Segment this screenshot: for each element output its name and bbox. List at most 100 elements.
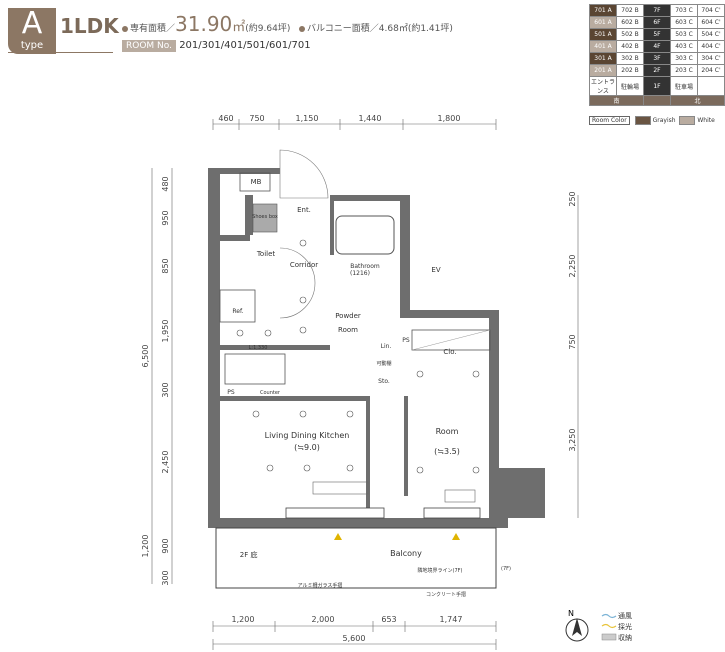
- label-counter: Counter: [260, 390, 281, 396]
- dim-bottom-2: 2,000: [312, 615, 335, 624]
- label-corridor: Corridor: [290, 261, 318, 269]
- north-arrow-icon: [572, 618, 582, 636]
- dim-right-3: 750: [568, 334, 577, 349]
- dim-left-3: 850: [161, 258, 170, 273]
- area-spec: 専有面積／31.90㎡(約9.64坪) バルコニー面積／4.68㎡(約1.41坪…: [122, 12, 453, 36]
- storage-icon: [601, 633, 617, 641]
- dim-left-8: 900: [161, 538, 170, 553]
- top-dimension-lines: [151, 119, 579, 650]
- closet: [411, 329, 491, 351]
- grayish-swatch: [634, 116, 651, 125]
- label-powder: Powder: [335, 312, 361, 320]
- label-7f: (7F): [501, 566, 511, 572]
- label-2f-eave: 庇: [251, 550, 258, 559]
- dim-right-4: 3,250: [568, 429, 577, 452]
- arrow-markers: [334, 533, 460, 540]
- floor-cell: 701 A: [589, 4, 617, 17]
- dim-top-4: 1,440: [359, 114, 382, 123]
- label-ldk-size: (≒9.0): [294, 443, 320, 452]
- floor-cell: 7F: [643, 4, 671, 17]
- key-wind: 通風: [618, 612, 632, 620]
- shoes-box: [252, 203, 278, 233]
- label-wm: 可動棚: [376, 360, 391, 367]
- label-ref: Ref.: [232, 308, 243, 315]
- ldk-storage: [312, 481, 369, 495]
- label-balcony: Balcony: [390, 549, 422, 558]
- label-balline: 隣地境界ライン(7F): [418, 567, 463, 574]
- room-storage: [444, 489, 476, 503]
- legend-white: White: [697, 117, 715, 124]
- dim-left-4: 1,950: [161, 320, 170, 343]
- window-room: [423, 507, 481, 519]
- legend-label: Room Color: [589, 116, 630, 125]
- label-bathroom-size: (1216): [350, 270, 370, 277]
- label-bathroom: Bathroom: [350, 263, 380, 270]
- type-word: type: [20, 40, 44, 51]
- ceiling-lights: [236, 239, 480, 474]
- label-rail-2: コンクリート手摺: [426, 591, 466, 598]
- label-toilet: Toilet: [256, 250, 276, 258]
- walls: [208, 168, 545, 528]
- layout-label: 1LDK: [60, 14, 119, 38]
- balcony-outline: [215, 527, 497, 589]
- dim-total: 5,600: [343, 634, 366, 643]
- area-value: 31.90: [175, 12, 233, 36]
- label-ev: EV: [431, 266, 440, 274]
- label-clo: Clo.: [443, 348, 456, 356]
- balcony-area: バルコニー面積／4.68㎡(約1.41坪): [306, 24, 453, 34]
- mb-box: [239, 172, 271, 192]
- key-light: 採光: [618, 623, 632, 631]
- dim-top-1: 460: [218, 114, 233, 123]
- compass: N: [565, 609, 589, 642]
- floor-cell: 2F: [643, 64, 671, 77]
- bullet-icon: [122, 25, 128, 32]
- dim-left-9: 300: [161, 570, 170, 585]
- dim-top-2: 750: [249, 114, 264, 123]
- key-storage: 収納: [618, 634, 632, 642]
- floor-cell: 301 A: [589, 52, 617, 65]
- floor-cell: 3F: [643, 52, 671, 65]
- entrance-door: [279, 149, 329, 199]
- label-ps-2: PS: [227, 389, 235, 396]
- label-shoes: Shoes box: [252, 214, 278, 220]
- area-tsubo: (約9.64坪): [245, 24, 291, 34]
- dim-right-2: 2,250: [568, 255, 577, 278]
- north-label: N: [568, 609, 574, 618]
- dim-left-6: 2,450: [161, 451, 170, 474]
- dim-bottom-1: 1,200: [232, 615, 255, 624]
- label-ps-1: PS: [402, 337, 410, 344]
- label-rail-1: アルミ柵ガラス手摺: [298, 582, 343, 589]
- wind-icon: [601, 613, 617, 619]
- label-powder-room: Room: [338, 326, 358, 334]
- label-sto: Sto.: [378, 378, 390, 385]
- dim-top-3: 1,150: [296, 114, 319, 123]
- dim-left-5: 300: [161, 382, 170, 397]
- bathtub: [335, 215, 395, 255]
- key-icons: [601, 613, 617, 641]
- dim-bottom-4: 1,747: [440, 615, 463, 624]
- floor-footer: 南北: [589, 95, 725, 106]
- area-unit: ㎡: [232, 20, 246, 35]
- room-color-legend: Room Color Grayish White: [589, 116, 715, 125]
- light-icon: [601, 623, 617, 629]
- dim-bottom-3: 653: [381, 615, 396, 624]
- label-room: Room: [436, 427, 459, 436]
- dim-left-1: 480: [161, 176, 170, 191]
- room-no-label: ROOM No.: [122, 40, 176, 52]
- label-ent: Ent.: [297, 206, 311, 214]
- dim-top-5: 1,800: [438, 114, 461, 123]
- floor-cell: 601 A: [589, 16, 617, 29]
- label-mb: MB: [251, 178, 262, 186]
- dim-left-7: 1,200: [141, 535, 150, 558]
- bullet-icon: [298, 25, 305, 32]
- type-letter: A: [21, 6, 43, 41]
- label-room-size: (≒3.5): [434, 447, 460, 456]
- fridge-space: [219, 289, 256, 323]
- window-ldk: [285, 507, 385, 519]
- area-label: 専有面積／: [130, 24, 176, 34]
